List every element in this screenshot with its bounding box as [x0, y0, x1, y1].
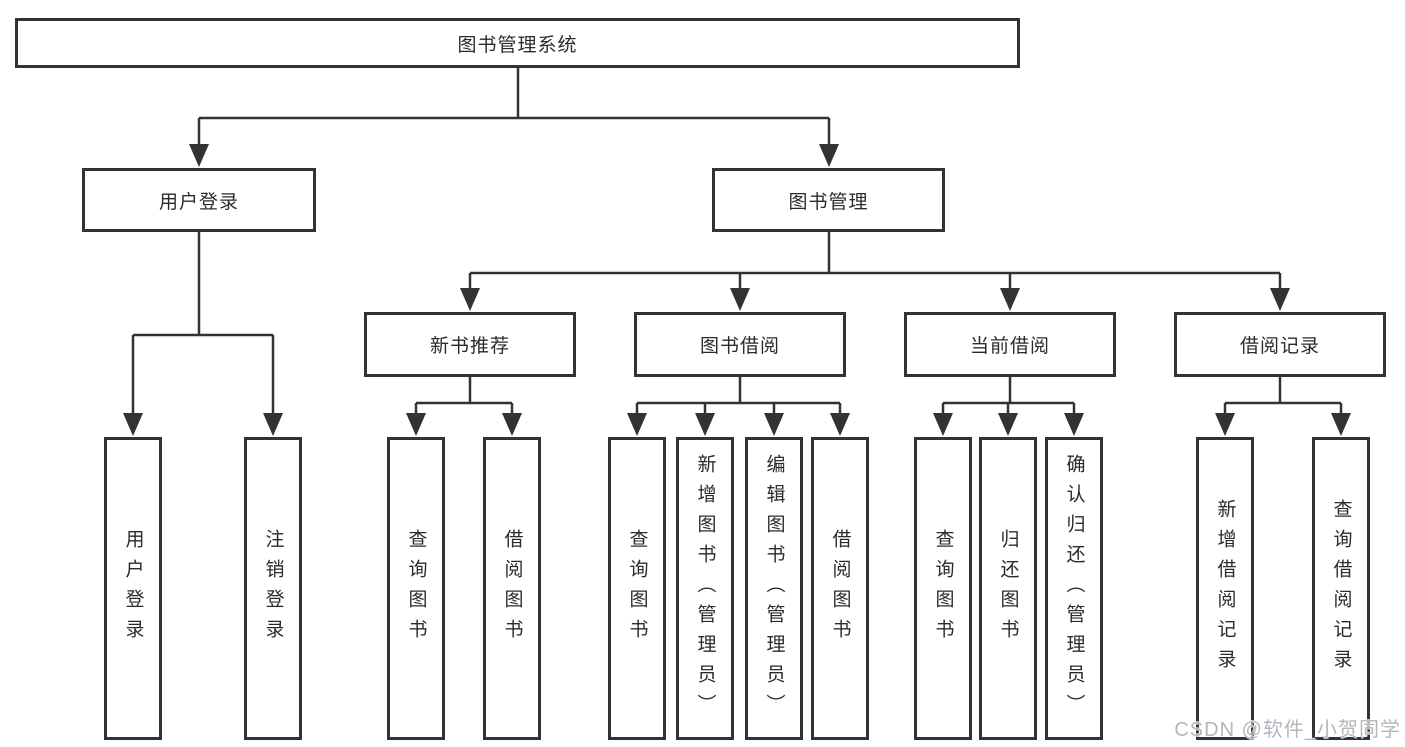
leaf-borrow-query-books: 查询图书 — [608, 437, 666, 740]
node-current-borrow-label: 当前借阅 — [969, 336, 1050, 357]
leaf-add-borrow-record: 新增借阅记录 — [1196, 437, 1254, 740]
node-user-login: 用户登录 — [82, 168, 316, 232]
leaf-current-query-books: 查询图书 — [914, 437, 972, 740]
node-book-management: 图书管理 — [712, 168, 945, 232]
leaf-add-borrow-record-label: 新增借阅记录 — [1214, 498, 1236, 679]
leaf-return-books-label: 归还图书 — [997, 528, 1019, 649]
leaf-user-login-label: 用户登录 — [122, 528, 144, 649]
leaf-query-borrow-record: 查询借阅记录 — [1312, 437, 1370, 740]
node-book-borrow-label: 图书借阅 — [699, 336, 780, 357]
leaf-query-borrow-record-label: 查询借阅记录 — [1330, 498, 1352, 679]
leaf-borrow-books-label: 借阅图书 — [829, 528, 851, 649]
watermark: CSDN @软件_小贺同学 — [1174, 719, 1401, 741]
node-current-borrow: 当前借阅 — [904, 312, 1116, 377]
node-user-login-label: 用户登录 — [158, 191, 239, 213]
leaf-add-book-admin-label: 新增图书（管理员） — [694, 453, 716, 724]
leaf-logout-label: 注销登录 — [262, 528, 284, 649]
leaf-current-query-books-label: 查询图书 — [932, 528, 954, 649]
leaf-logout: 注销登录 — [244, 437, 302, 740]
leaf-confirm-return-admin-label: 确认归还（管理员） — [1063, 453, 1085, 724]
node-borrow-records: 借阅记录 — [1174, 312, 1386, 377]
leaf-recommend-borrow-books: 借阅图书 — [483, 437, 541, 740]
node-root-label: 图书管理系统 — [457, 34, 578, 56]
node-book-borrow: 图书借阅 — [634, 312, 846, 377]
node-new-book-recommend: 新书推荐 — [364, 312, 576, 377]
leaf-return-books: 归还图书 — [979, 437, 1037, 740]
leaf-edit-book-admin: 编辑图书（管理员） — [745, 437, 803, 740]
node-new-book-recommend-label: 新书推荐 — [429, 336, 510, 357]
node-book-management-label: 图书管理 — [788, 191, 869, 213]
leaf-recommend-query-books: 查询图书 — [387, 437, 445, 740]
leaf-borrow-query-books-label: 查询图书 — [626, 528, 648, 649]
leaf-edit-book-admin-label: 编辑图书（管理员） — [763, 453, 785, 724]
node-root: 图书管理系统 — [15, 18, 1020, 68]
leaf-recommend-query-books-label: 查询图书 — [405, 528, 427, 649]
leaf-user-login: 用户登录 — [104, 437, 162, 740]
leaf-confirm-return-admin: 确认归还（管理员） — [1045, 437, 1103, 740]
leaf-recommend-borrow-books-label: 借阅图书 — [501, 528, 523, 649]
node-borrow-records-label: 借阅记录 — [1239, 336, 1320, 357]
leaf-borrow-books: 借阅图书 — [811, 437, 869, 740]
leaf-add-book-admin: 新增图书（管理员） — [676, 437, 734, 740]
